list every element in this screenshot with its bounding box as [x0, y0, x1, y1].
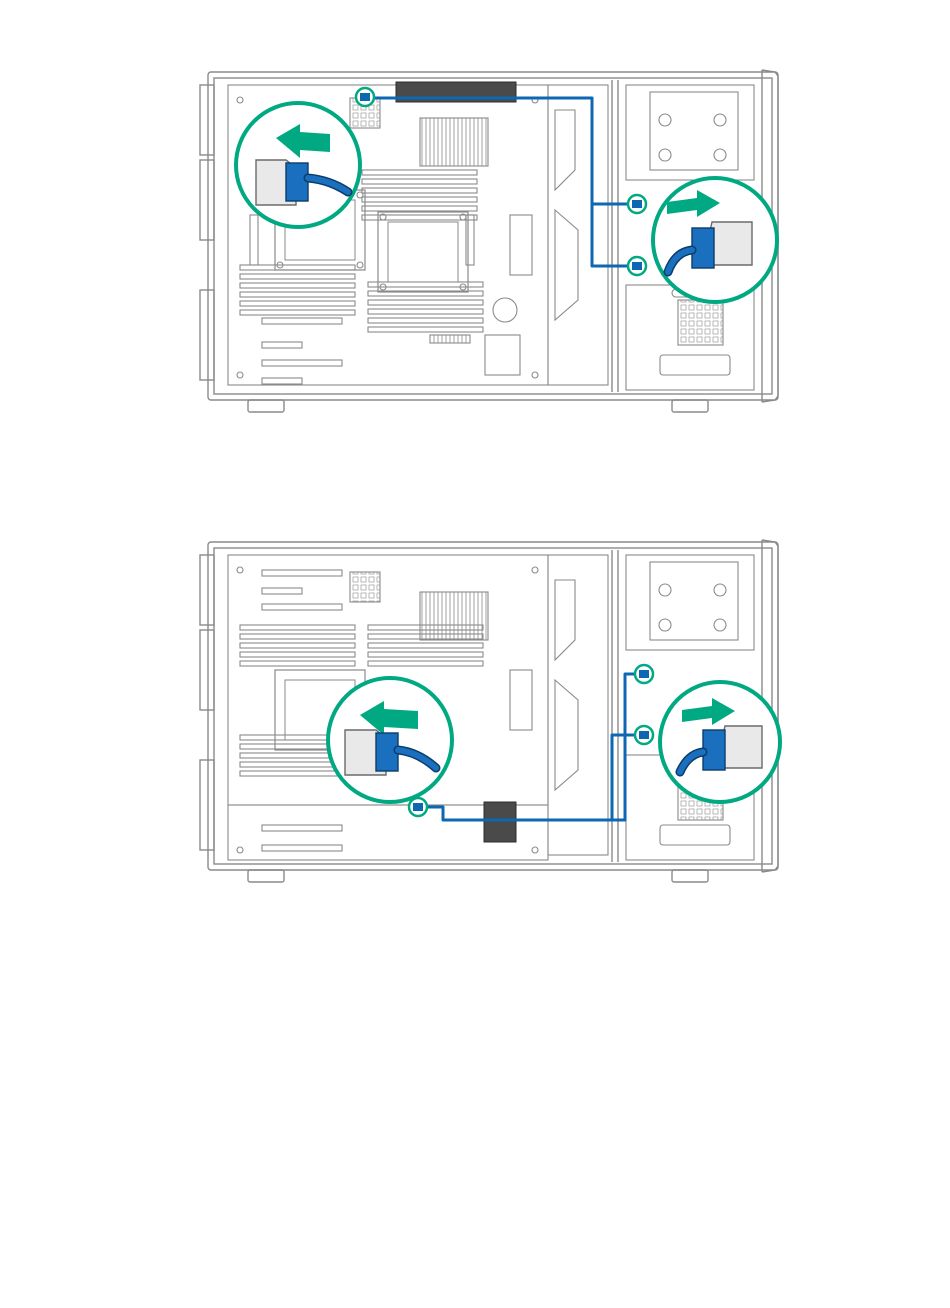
- zoom-callout-right: [653, 178, 777, 302]
- connector-callout: [635, 726, 653, 744]
- server-illustration-bottom: [0, 520, 950, 920]
- server-diagram-top: [0, 0, 950, 440]
- zoom-callout-left: [236, 103, 360, 227]
- server-illustration-top: [0, 0, 950, 440]
- zoom-callout-left: [328, 678, 452, 802]
- connector-callout: [628, 195, 646, 213]
- cable-route: [372, 98, 630, 266]
- server-diagram-bottom: [0, 520, 950, 920]
- connector-callout: [409, 798, 427, 816]
- connector-callout: [628, 257, 646, 275]
- zoom-callout-right: [660, 682, 780, 802]
- connector-callout: [635, 665, 653, 683]
- storage-controller: [484, 802, 516, 842]
- connector-callout: [356, 88, 374, 106]
